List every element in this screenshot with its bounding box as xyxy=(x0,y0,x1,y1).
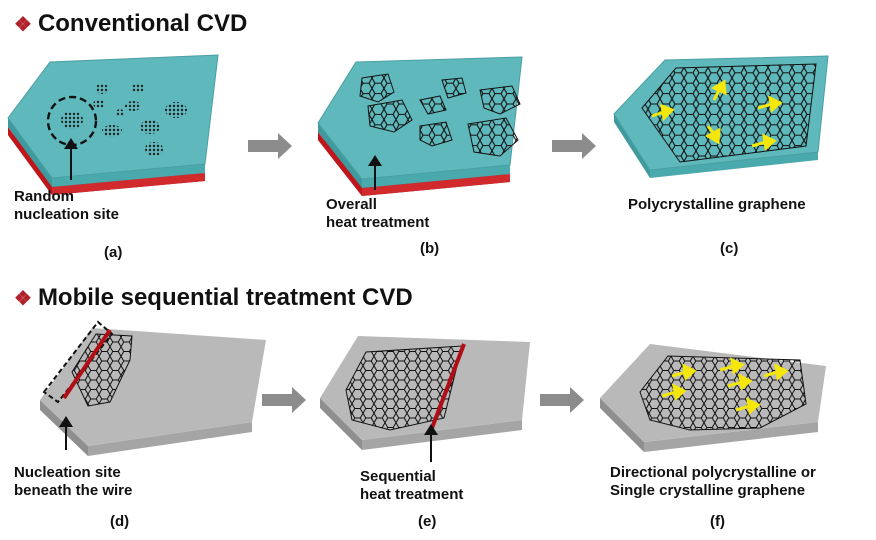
grain-arrows-f xyxy=(661,357,789,415)
heading-mobile-text: Mobile sequential treatment CVD xyxy=(37,284,413,311)
panel-tag-c: (c) xyxy=(720,240,739,257)
pointer-arrow-a xyxy=(64,138,78,180)
right-arrow-icon xyxy=(248,133,292,159)
label-line: heat treatment xyxy=(326,214,430,231)
label-line: Overall xyxy=(326,196,377,213)
right-arrow-icon xyxy=(540,387,584,413)
label-line: Directional polycrystalline or xyxy=(610,464,816,481)
label-sequential-heat: Sequential heat treatment xyxy=(360,468,463,504)
pointer-arrow-e xyxy=(424,424,438,462)
label-line: Random xyxy=(14,188,74,205)
panel-tag-a: (a) xyxy=(104,244,123,261)
substrate-a xyxy=(7,54,219,195)
label-overall-heat: Overall heat treatment xyxy=(326,196,429,232)
label-line: Sequential xyxy=(360,468,436,485)
label-line: Polycrystalline graphene xyxy=(628,196,806,213)
panel-tag-d: (d) xyxy=(110,513,130,530)
label-polycrystalline: Polycrystalline graphene xyxy=(628,196,806,214)
nuclei-clusters-a xyxy=(61,83,187,156)
panel-tag-e: (e) xyxy=(418,513,437,530)
heater-wire-d xyxy=(62,328,112,400)
label-directional: Directional polycrystalline or Single cr… xyxy=(610,464,816,500)
heading-conventional-text: Conventional CVD xyxy=(37,10,248,37)
heading-conventional-cvd: ❖Conventional CVD xyxy=(14,10,247,38)
label-nucleation-wire: Nucleation site beneath the wire xyxy=(14,464,132,500)
graphene-islands-b xyxy=(359,73,521,157)
heater-wire-e xyxy=(430,343,466,429)
pointer-arrow-b xyxy=(368,155,382,190)
graphene-region-d xyxy=(71,333,133,407)
label-line: Nucleation site xyxy=(14,464,121,481)
grain-arrows-c xyxy=(651,79,783,151)
graphene-film-c xyxy=(641,63,817,163)
right-arrow-icon xyxy=(262,387,306,413)
graphene-region-e xyxy=(345,345,463,431)
nucleation-region-box xyxy=(42,320,114,404)
pointer-arrow-d xyxy=(59,416,73,450)
label-line: Single crystalline graphene xyxy=(610,482,806,499)
diamond-bullet-icon: ❖ xyxy=(14,14,32,36)
label-line: nucleation site xyxy=(14,206,120,223)
substrate-d xyxy=(40,328,266,456)
label-line: heat treatment xyxy=(360,486,464,503)
right-arrow-icon xyxy=(552,133,596,159)
panel-tag-b: (b) xyxy=(420,240,440,257)
label-random-nucleation: Random nucleation site xyxy=(14,188,119,224)
panel-tag-f: (f) xyxy=(710,513,725,530)
label-line: beneath the wire xyxy=(14,482,133,499)
heading-mobile-sequential-cvd: ❖Mobile sequential treatment CVD xyxy=(14,284,413,312)
substrate-b xyxy=(317,56,523,196)
diamond-bullet-icon: ❖ xyxy=(14,288,32,310)
